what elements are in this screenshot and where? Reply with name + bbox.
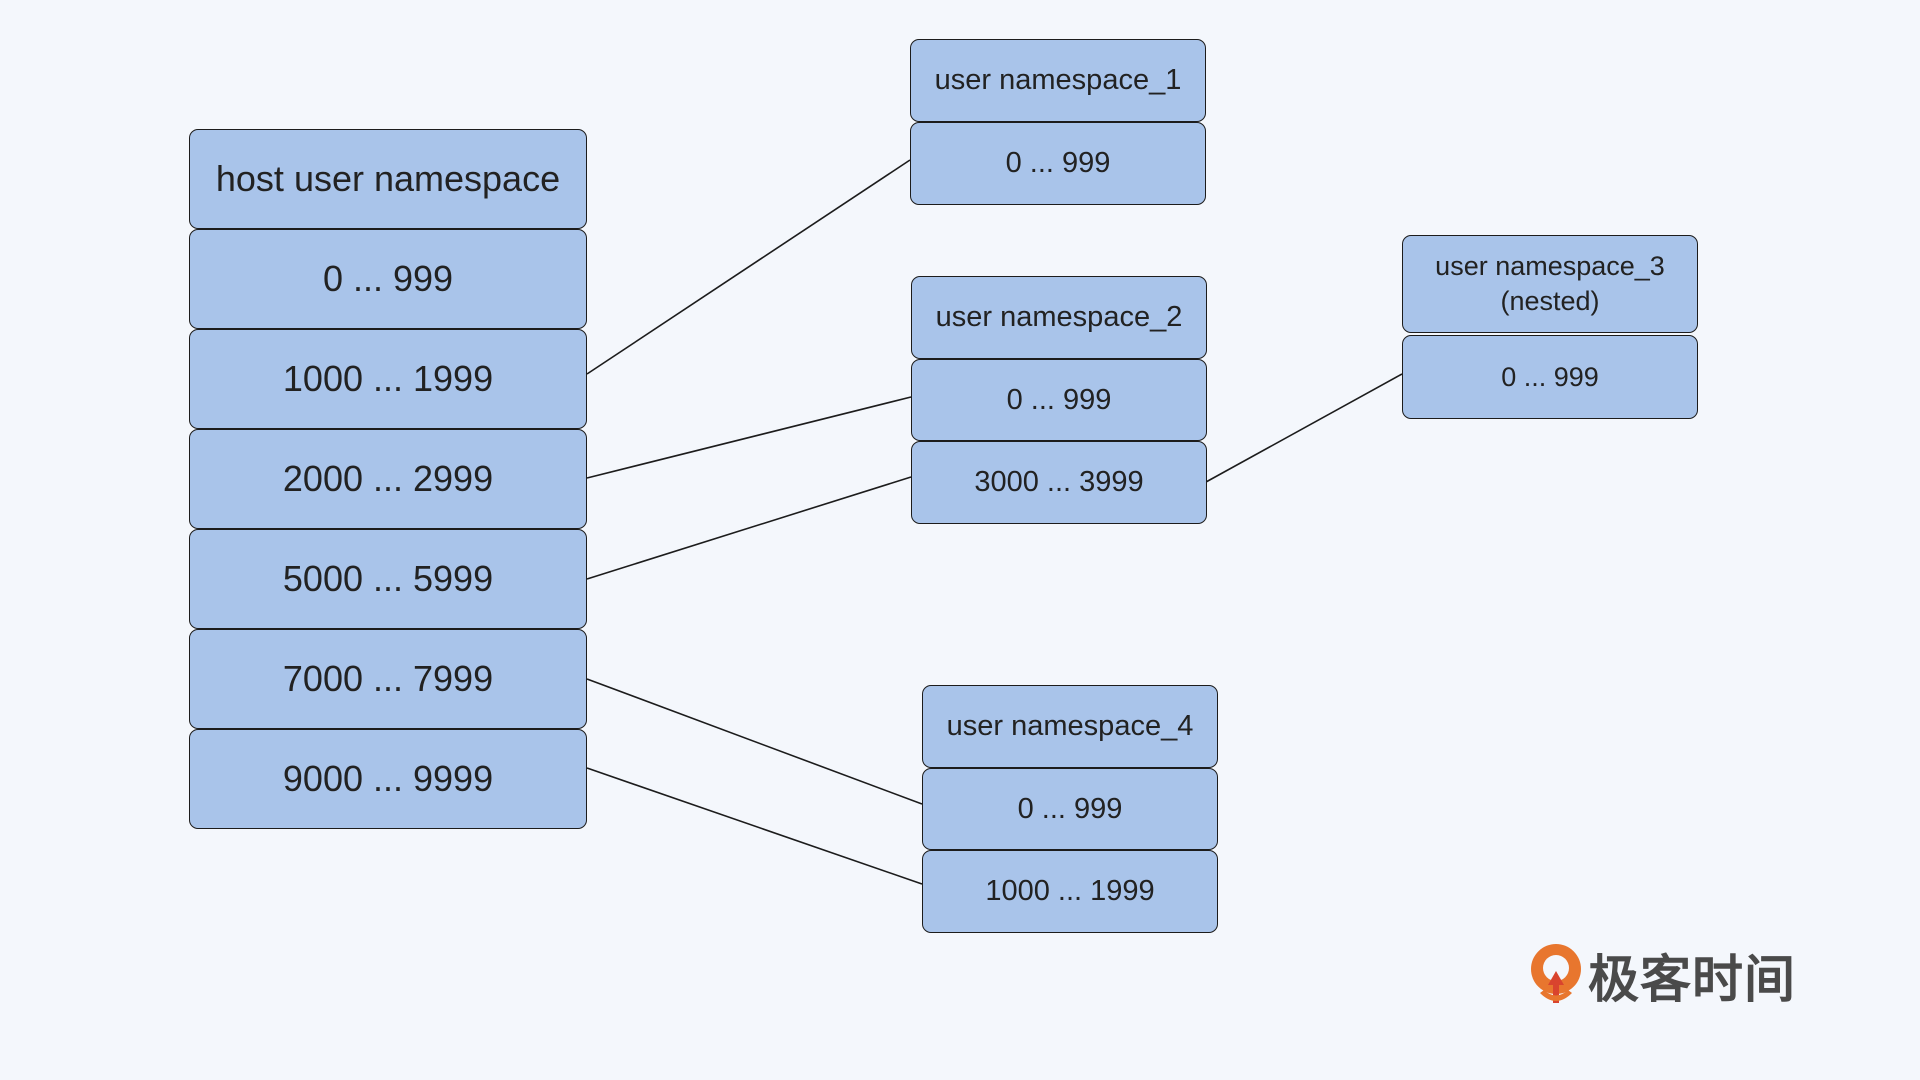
ns3-title-line2: (nested): [1500, 286, 1600, 316]
connector-host-7000-to-ns4-0: [586, 678, 923, 805]
host-range-2000-2999: 2000 ... 2999: [189, 429, 587, 529]
host-range-0-999: 0 ... 999: [189, 229, 587, 329]
ns2-title: user namespace_2: [911, 276, 1207, 359]
host-range-5000-5999: 5000 ... 5999: [189, 529, 587, 629]
host-range-7000-7999: 7000 ... 7999: [189, 629, 587, 729]
ns4-title: user namespace_4: [922, 685, 1218, 768]
ns3-title-line1: user namespace_3: [1435, 250, 1665, 281]
host-range-1000-1999: 1000 ... 1999: [189, 329, 587, 429]
ns1-range-0-999: 0 ... 999: [910, 122, 1206, 205]
ns2-range-0-999: 0 ... 999: [911, 359, 1207, 441]
connector-host-5000-to-ns2-3000: [586, 476, 912, 580]
host-range-9000-9999: 9000 ... 9999: [189, 729, 587, 829]
ns2-range-3000-3999: 3000 ... 3999: [911, 441, 1207, 524]
connector-host-2000-to-ns2-0: [586, 396, 912, 479]
ns3-range-0-999: 0 ... 999: [1402, 335, 1698, 419]
host-namespace-title: host user namespace: [189, 129, 587, 229]
ns4-range-0-999: 0 ... 999: [922, 768, 1218, 850]
geektime-logo-text: 极客时间: [1588, 951, 1797, 1010]
connector-ns2-3000-to-ns3-0: [1205, 373, 1403, 483]
ns4-range-1000-1999: 1000 ... 1999: [922, 850, 1218, 933]
connector-host-1000-to-ns1-0: [586, 159, 911, 375]
geektime-logo: 极客时间: [1528, 938, 1796, 1012]
geektime-logo-icon: [1531, 944, 1581, 1003]
ns1-title: user namespace_1: [910, 39, 1206, 122]
ns3-title: user namespace_3 (nested): [1402, 235, 1698, 333]
connector-host-9000-to-ns4-1000: [586, 767, 923, 885]
